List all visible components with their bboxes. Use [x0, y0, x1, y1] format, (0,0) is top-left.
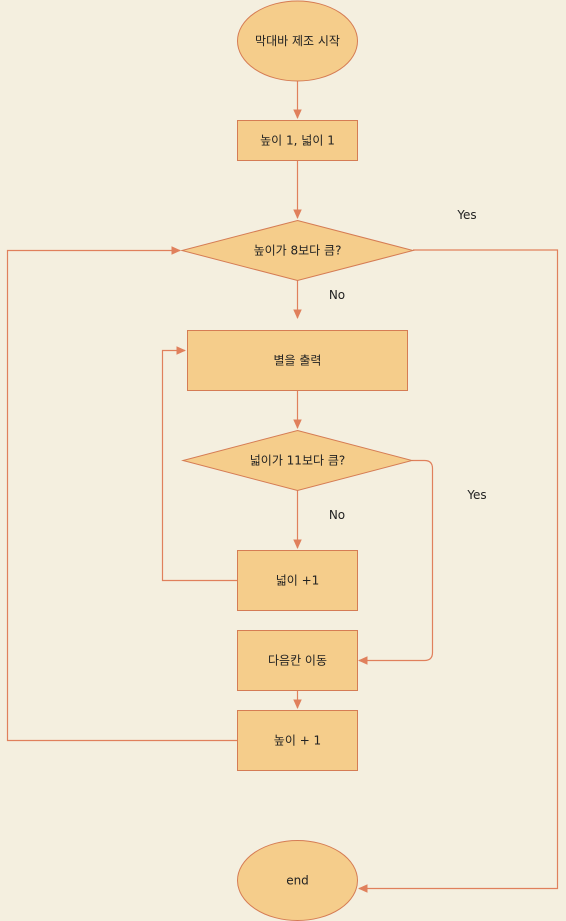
height-inc-node: 높이 + 1	[237, 710, 358, 771]
height-check-decision: 높이가 8보다 큼?	[180, 219, 415, 282]
start-node-label: 막대바 제조 시작	[255, 34, 340, 48]
edge-height-inc-loop-to-height-check	[6, 246, 238, 742]
width-inc-node: 넓이 +1	[237, 550, 358, 611]
width-check-no-label: No	[329, 508, 345, 522]
edge-height-check-yes-to-end	[358, 249, 559, 893]
height-check-no-label: No	[329, 288, 345, 302]
print-star-node: 별을 출력	[187, 330, 408, 391]
width-check-label: 넓이가 11보다 큼?	[250, 454, 346, 468]
end-node: end	[237, 840, 358, 921]
start-node: 막대바 제조 시작	[237, 0, 358, 82]
width-check-yes-label: Yes	[466, 488, 486, 502]
height-check-label: 높이가 8보다 큼?	[254, 244, 342, 258]
next-row-label: 다음칸 이동	[268, 654, 327, 668]
edge-width-check-yes-to-next-row	[358, 459, 434, 665]
edge-width-inc-loop-to-print	[161, 346, 238, 582]
print-star-label: 별을 출력	[274, 354, 322, 368]
init-node: 높이 1, 넓이 1	[237, 120, 358, 161]
next-row-node: 다음칸 이동	[237, 630, 358, 691]
height-inc-label: 높이 + 1	[274, 734, 321, 748]
width-check-decision: 넓이가 11보다 큼?	[181, 429, 414, 492]
height-check-yes-label: Yes	[456, 208, 476, 222]
end-node-label: end	[286, 874, 309, 888]
width-inc-label: 넓이 +1	[276, 574, 320, 588]
init-node-label: 높이 1, 넓이 1	[260, 134, 335, 148]
